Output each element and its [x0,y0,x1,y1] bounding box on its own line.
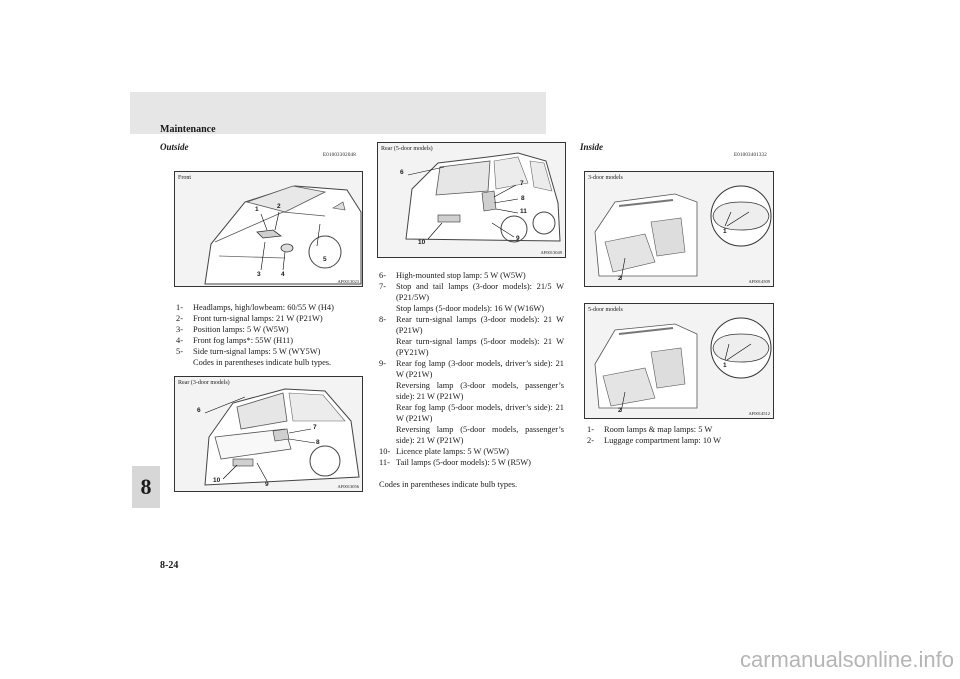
list-item: 7-Stop and tail lamps (3-door models): 2… [379,282,564,302]
callout: 9 [265,481,269,488]
list-item: 8-Rear turn-signal lamps (3-door models)… [379,315,564,335]
inside-3door-caption: 3-door models [588,175,623,181]
callout: 8 [316,439,320,446]
outside-list-1: 1-Headlamps, high/lowbeam: 60/55 W (H4) … [176,302,361,368]
inside-5door-figure-id: AF0014512 [748,411,770,416]
inside-5door-caption: 5-door models [588,307,623,313]
callout: 10 [213,477,221,484]
figure-rear-3door: Rear (3-door models) AF0013056 6 7 8 9 1… [174,376,363,492]
callout: 6 [400,169,404,176]
list-item: 9-Rear fog lamp (3-door models, driver’s… [379,359,564,379]
list-item: 1-Room lamps & map lamps: 5 W [587,425,713,434]
inside-heading: Inside [580,142,604,152]
list-item: 1-Headlamps, high/lowbeam: 60/55 W (H4) [176,303,334,312]
inside-3door-figure-id: AF0014509 [748,279,770,284]
outside-code: E01003302048 [323,153,356,158]
rear-5door-figure-id: AF0013049 [540,250,562,255]
figure-inside-3door: 3-door models AF0014509 1 2 [584,171,774,287]
list-item: Rear turn-signal lamps (5-door models): … [396,337,564,357]
outside-list-2: 6-High-mounted stop lamp: 5 W (W5W) 7-St… [379,270,564,468]
header-band [130,92,546,134]
list-item: Stop lamps (5-door models): 16 W (W16W) [396,304,545,313]
bulb-type-note: Codes in parentheses indicate bulb types… [379,480,518,489]
callout: 8 [521,195,525,202]
chapter-tab: 8 [132,466,160,508]
list-item: Reversing lamp (5-door models, passenger… [396,425,564,445]
list-item: 6-High-mounted stop lamp: 5 W (W5W) [379,271,526,280]
callout: 1 [255,206,259,213]
callout: 2 [618,275,622,282]
rear-3door-figure-id: AF0013056 [337,484,359,489]
front-figure-id: AF0013023 [337,279,359,284]
inside-3door-drawing [594,185,772,281]
callout: 1 [723,228,727,235]
list-item: Reversing lamp (3-door models, passenger… [396,381,564,401]
callout: 2 [277,203,281,210]
front-car-drawing [204,185,362,285]
list-item: 10-Licence plate lamps: 5 W (W5W) [379,447,509,456]
list-item: 3-Position lamps: 5 W (W5W) [176,325,289,334]
list-item: 11-Tail lamps (5-door models): 5 W (R5W) [379,458,531,467]
callout: 2 [618,407,622,414]
outside-heading: Outside [160,142,189,152]
inside-list: 1-Room lamps & map lamps: 5 W 2-Luggage … [587,424,772,446]
inside-code: E01003401332 [734,153,767,158]
rear-5door-caption: Rear (5-door models) [381,146,433,152]
callout: 7 [520,180,524,187]
callout: 5 [323,256,327,263]
rear-5door-car-drawing [405,152,561,243]
callout: 7 [313,424,317,431]
page-number: 8-24 [160,560,179,571]
list-item: 5-Side turn-signal lamps: 5 W (WY5W) [176,347,321,356]
rear-3door-caption: Rear (3-door models) [178,380,230,386]
section-title: Maintenance [160,124,216,135]
list-item: Rear fog lamp (5-door models, driver’s s… [396,403,564,423]
callout: 11 [520,208,527,215]
callout: 9 [516,235,520,242]
list-item: 2-Front turn-signal lamps: 21 W (P21W) [176,314,323,323]
callout: 4 [281,271,285,278]
callout: 3 [257,271,261,278]
rear-3door-car-drawing [204,388,360,486]
callout: 6 [197,407,201,414]
figure-inside-5door: 5-door models AF0014512 1 2 [584,303,774,419]
watermark: carmanualsonline.info [739,647,954,672]
list-item: 2-Luggage compartment lamp: 10 W [587,436,722,445]
front-caption: Front [178,175,192,181]
figure-rear-5door: Rear (5-door models) AF0013049 6 7 8 11 … [377,142,566,258]
callout: 1 [723,362,727,369]
list-item: 4-Front fog lamps*: 55W (H11) [176,336,294,345]
list-item: Codes in parentheses indicate bulb types… [193,358,332,367]
callout: 10 [418,239,426,246]
inside-5door-drawing [594,317,772,413]
figure-front: Front AF0013023 1 2 3 4 5 [174,171,363,287]
